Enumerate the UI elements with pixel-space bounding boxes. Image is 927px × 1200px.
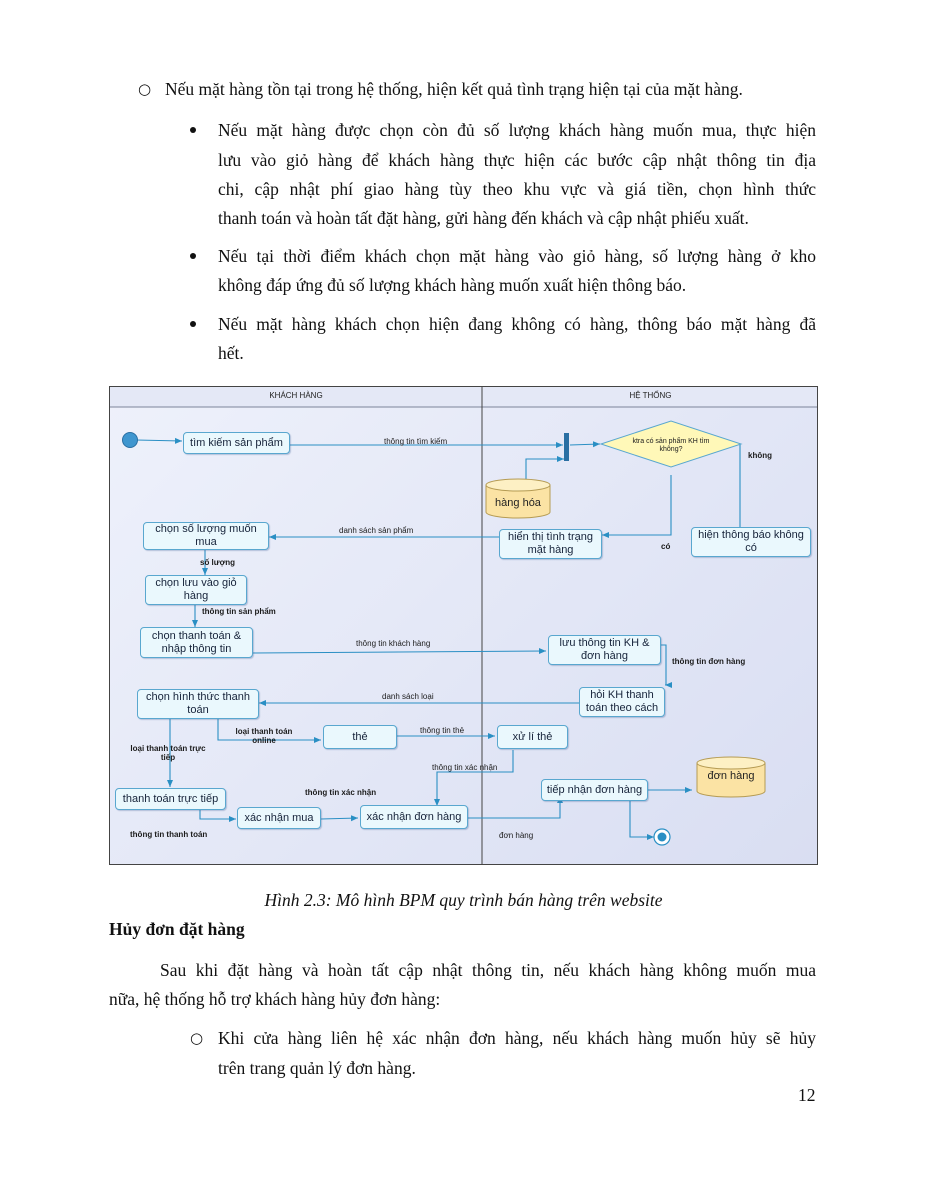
lane-title-khach-hang: KHÁCH HÀNG	[269, 391, 323, 400]
bullet-line: thanh toán và hoàn tất đặt hàng, gửi hàn…	[218, 208, 749, 228]
figure-caption: Hình 2.3: Mô hình BPM quy trình bán hàng…	[264, 890, 663, 910]
node-tim-kiem-san-pham: tìm kiếm sản phẩm	[183, 432, 290, 454]
node-chon-luu-gio-hang: chọn lưu vào giỏ hàng	[145, 575, 247, 605]
section-heading: Hủy đơn đặt hàng	[109, 919, 245, 939]
decision-label: ktra có sản phẩm KH tìm không?	[632, 438, 710, 453]
edge-label: danh sách loại	[382, 692, 434, 701]
decision-diamond	[599, 420, 743, 468]
node-chon-so-luong: chọn số lượng muốn mua	[143, 522, 269, 550]
bullet-marker	[190, 321, 196, 327]
node-hoi-kh: hỏi KH thanh toán theo cách	[579, 687, 665, 717]
node-the: thẻ	[323, 725, 397, 749]
node-xac-nhan-mua: xác nhận mua	[237, 807, 321, 829]
edge-label: thông tin tìm kiếm	[384, 437, 448, 446]
bullet-line: chi, cập nhật phí giao hàng tùy theo khu…	[218, 179, 816, 199]
edge-label: đơn hàng	[499, 831, 534, 840]
bullet-line: không đáp ứng đủ số lượng khách hàng muố…	[218, 275, 687, 295]
edge-label: thông tin sản phẩm	[202, 607, 276, 616]
node-tiep-nhan-don-hang: tiếp nhận đơn hàng	[541, 779, 648, 801]
node-hien-thong-bao: hiện thông báo không có	[691, 527, 811, 557]
page-number: 12	[798, 1085, 816, 1105]
node-chon-hinh-thuc: chọn hình thức thanh toán	[137, 689, 259, 719]
bullet-line: lưu vào giỏ hàng để khách hàng thực hiện…	[218, 150, 816, 170]
node-xac-nhan-don-hang: xác nhận đơn hàng	[360, 805, 468, 829]
bullet-marker	[190, 253, 196, 259]
start-node-icon	[122, 432, 138, 448]
edge-label: thông tin khách hàng	[356, 639, 431, 648]
sub-bullet-marker: ○	[190, 1029, 204, 1047]
node-luu-thong-tin: lưu thông tin KH & đơn hàng	[548, 635, 661, 665]
edge-label: không	[748, 451, 772, 460]
edge-label: danh sách sản phẩm	[339, 526, 414, 535]
node-thanh-toan-truc-tiep: thanh toán trực tiếp	[115, 788, 226, 810]
sub-bullet-line: trên trang quản lý đơn hàng.	[218, 1058, 416, 1078]
edge-label: thông tin thanh toán	[130, 830, 208, 839]
lane-title-he-thong: HỆ THỐNG	[629, 391, 672, 400]
edge-label: loại thanh toán trực tiếp	[130, 744, 206, 762]
bullet-line: Nếu mặt hàng được chọn còn đủ số lượng k…	[218, 120, 816, 140]
paragraph-line: Sau khi đặt hàng và hoàn tất cập nhật th…	[160, 960, 816, 980]
diagram-connectors	[110, 387, 817, 864]
edge-label: loại thanh toán online	[235, 727, 293, 745]
sub-bullet-line: Khi cửa hàng liên hệ xác nhận đơn hàng, …	[218, 1028, 816, 1048]
edge-label: thông tin xác nhận	[305, 788, 377, 797]
datastore-hang-hoa-label: hàng hóa	[495, 497, 541, 509]
bullet-line: hết.	[218, 343, 244, 363]
lane-header	[110, 387, 817, 407]
node-xu-li-the: xử lí thẻ	[497, 725, 568, 749]
datastore-hang-hoa-icon	[485, 478, 551, 519]
node-hien-thi-tinh-trang: hiển thị tình trạng mặt hàng	[499, 529, 602, 559]
datastore-don-hang-icon	[696, 756, 766, 798]
edge-label: thông tin xác nhận	[432, 763, 498, 772]
datastore-don-hang-label: đơn hàng	[707, 770, 755, 782]
edge-label: thông tin đơn hàng	[672, 657, 746, 666]
node-chon-thanh-toan: chọn thanh toán & nhập thông tin	[140, 627, 253, 658]
edge-label: thông tin thẻ	[420, 726, 465, 735]
sub-bullet-marker: ○	[138, 80, 152, 98]
paragraph-line: nữa, hệ thống hỗ trợ khách hàng hủy đơn …	[109, 989, 441, 1009]
sub-bullet-text: Nếu mặt hàng tồn tại trong hệ thống, hiệ…	[165, 79, 743, 99]
bullet-line: Nếu tại thời điểm khách chọn mặt hàng và…	[218, 246, 816, 266]
edge-label: có	[661, 542, 671, 551]
edge-label: số lượng	[200, 558, 236, 567]
fork-bar	[564, 433, 569, 461]
bpm-diagram: KHÁCH HÀNG HỆ THỐNG tìm kiếm sản phẩm kt…	[109, 386, 818, 865]
bullet-marker	[190, 127, 196, 133]
bullet-line: Nếu mặt hàng khách chọn hiện đang không …	[218, 314, 816, 334]
